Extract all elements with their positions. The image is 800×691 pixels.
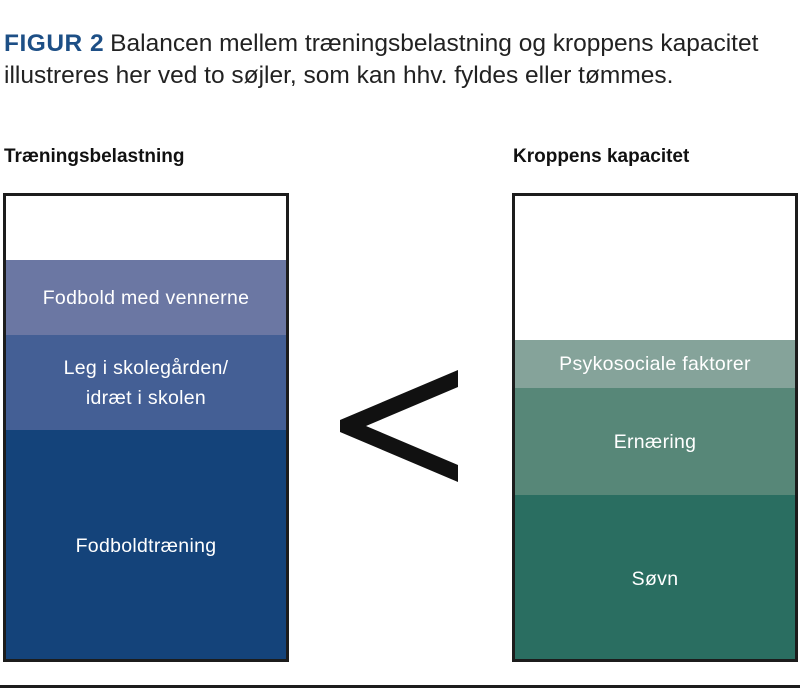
segment-sleep: Søvn bbox=[515, 495, 795, 659]
segment-nutrition: Ernæring bbox=[515, 388, 795, 495]
segment-schoolyard-play: Leg i skolegården/ idræt i skolen bbox=[6, 335, 286, 430]
less-than-icon bbox=[340, 370, 458, 482]
segment-football-with-friends: Fodbold med vennerne bbox=[6, 260, 286, 335]
segment-label: Søvn bbox=[631, 567, 679, 590]
segment-label-line2: idræt i skolen bbox=[85, 386, 207, 409]
body-capacity-column: Psykosociale faktorer Ernæring Søvn bbox=[512, 193, 798, 662]
segment-label: Ernæring bbox=[613, 430, 697, 453]
segment-label: Psykosociale faktorer bbox=[559, 353, 751, 375]
segment-label: Fodbold med vennerne bbox=[42, 286, 250, 309]
body-capacity-title: Kroppens kapacitet bbox=[513, 146, 690, 167]
bottom-divider bbox=[0, 685, 800, 688]
segment-football-training: Fodboldtræning bbox=[6, 430, 286, 659]
segment-psychosocial-factors: Psykosociale faktorer bbox=[515, 340, 795, 388]
caption-text: Balancen mellem træningsbelastning og kr… bbox=[4, 30, 759, 89]
segment-label-line1: Leg i skolegården/ bbox=[63, 356, 229, 379]
segment-label: Fodboldtræning bbox=[75, 535, 217, 557]
figure-label: FIGUR 2 bbox=[4, 30, 105, 57]
training-load-column: Fodbold med vennerne Leg i skolegården/ … bbox=[3, 193, 289, 662]
training-load-title: Træningsbelastning bbox=[4, 146, 185, 167]
